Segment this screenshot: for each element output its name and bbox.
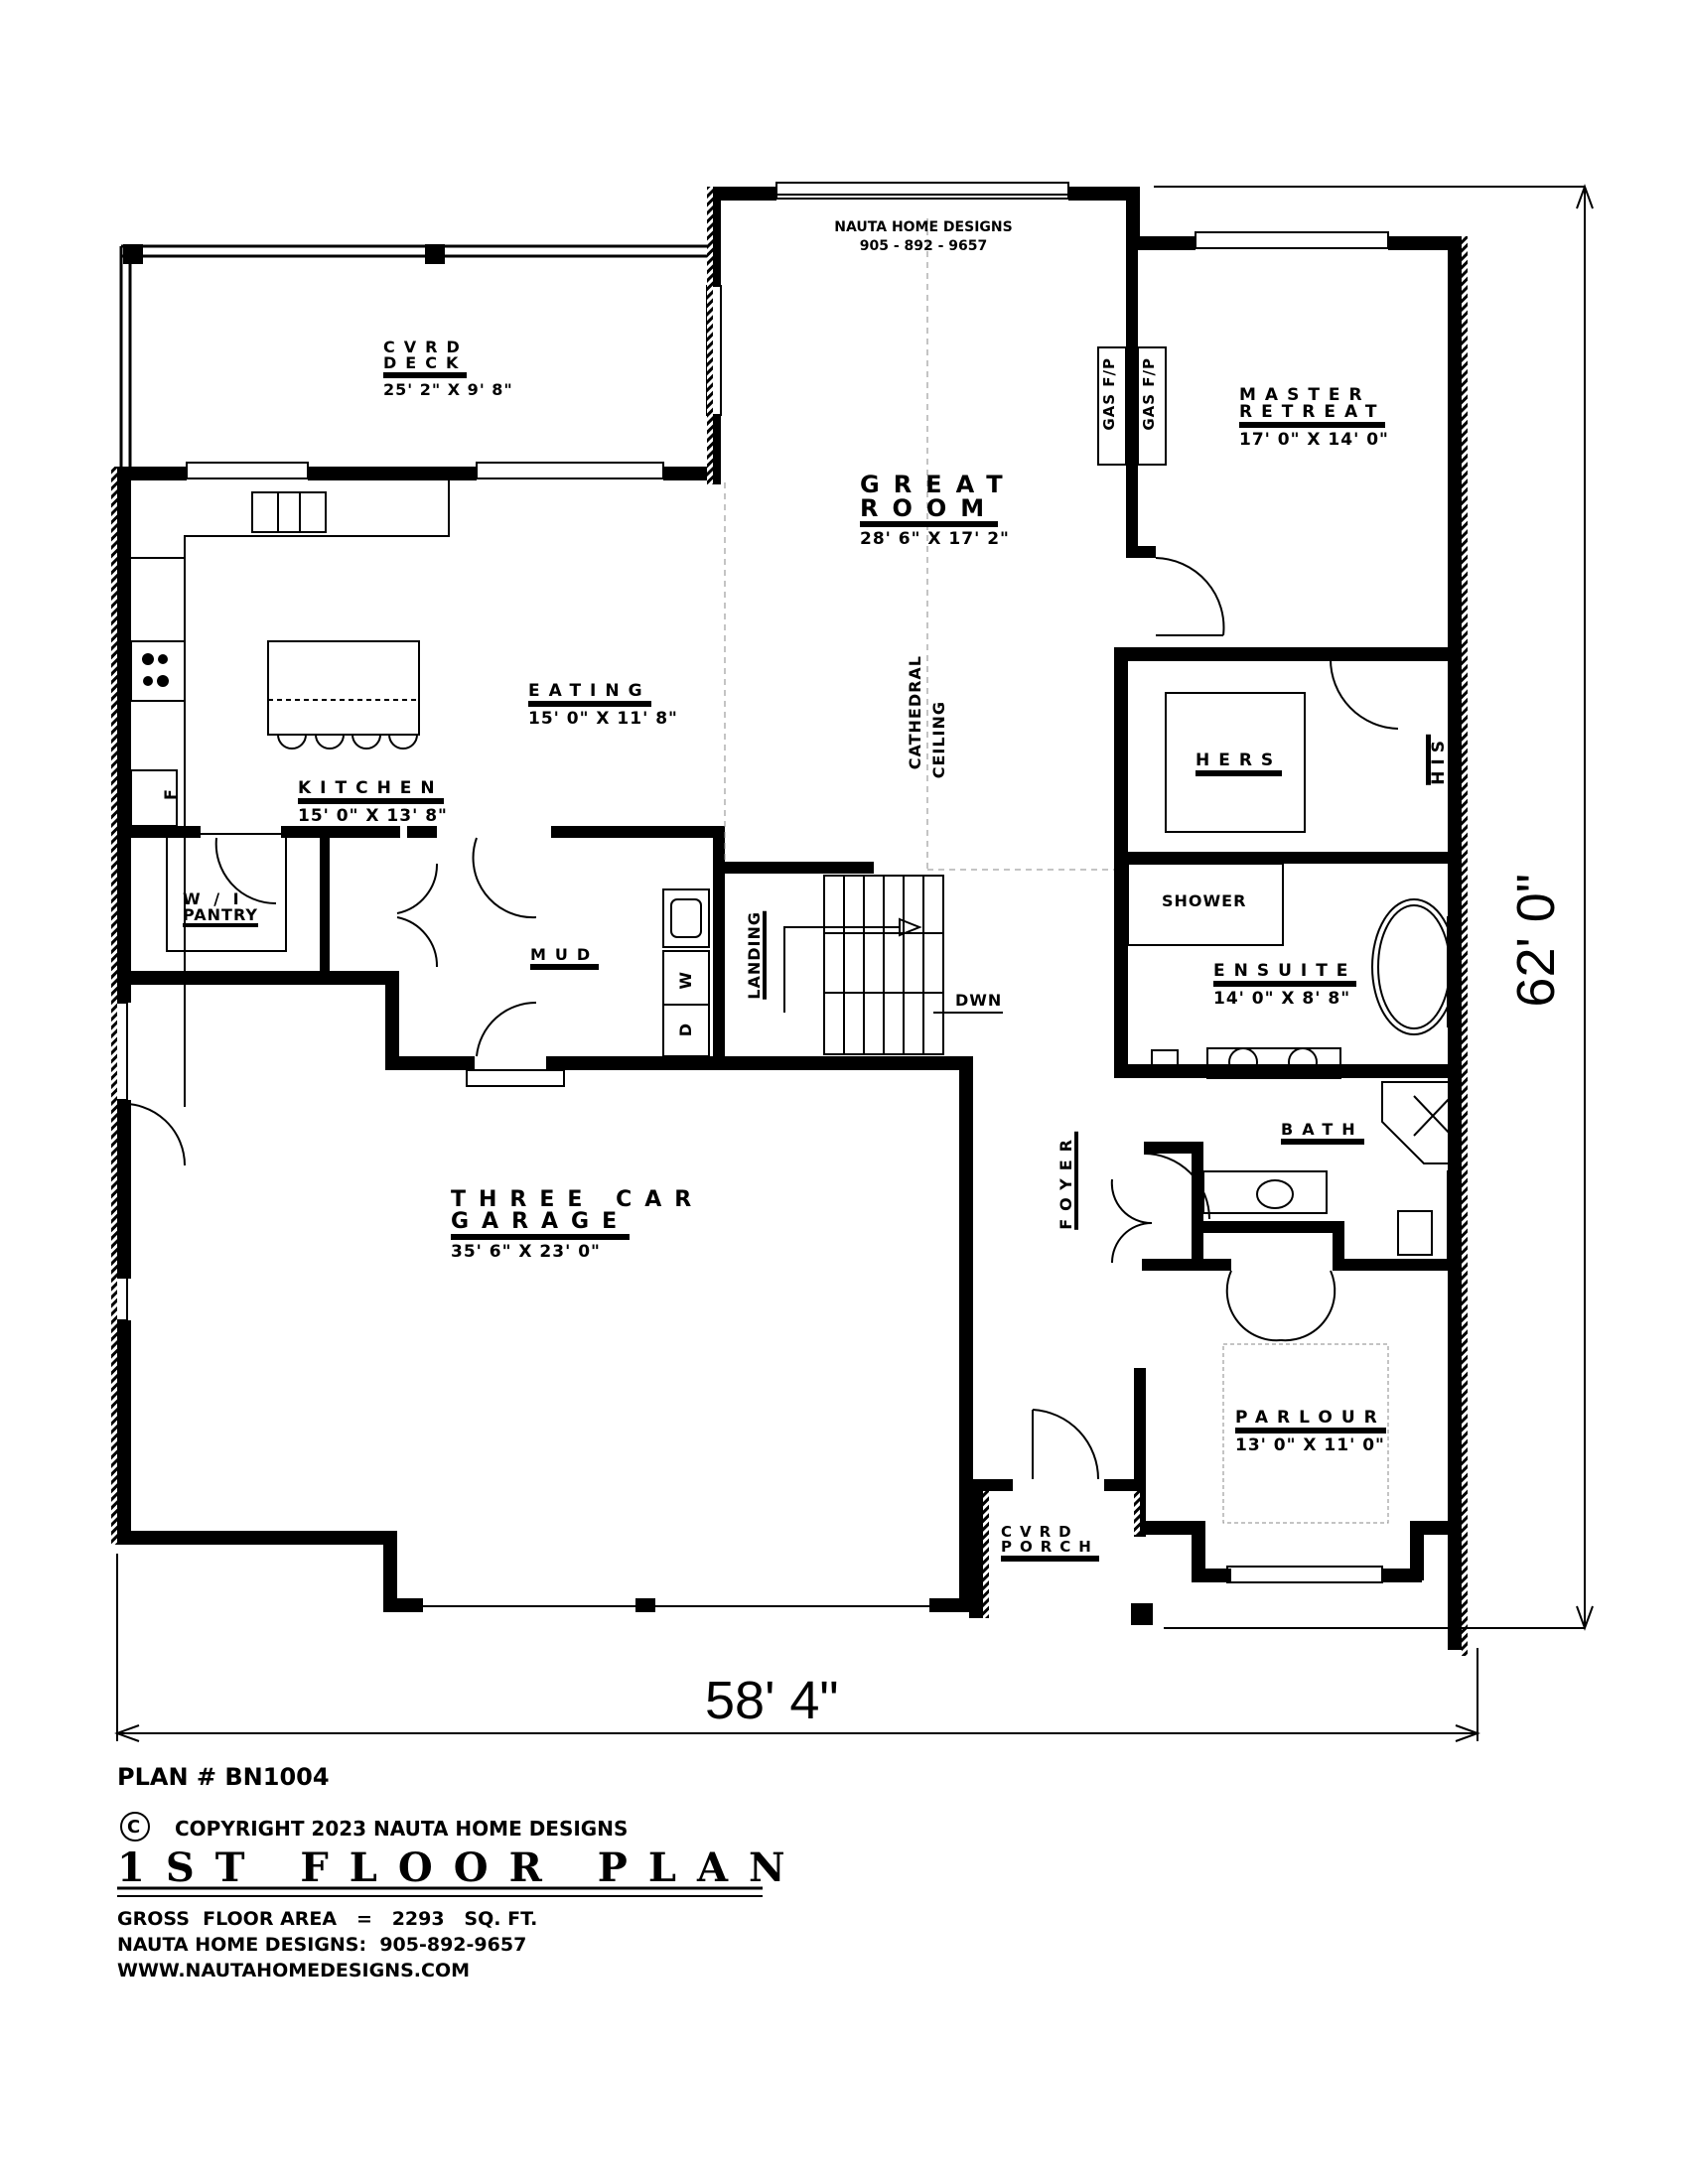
room-dimensions: 28' 6" X 17' 2" [860, 529, 1010, 549]
fridge-label: F [161, 788, 180, 800]
room-label: GARAGE [451, 1211, 631, 1240]
watermark-phone: 905 - 892 - 9657 [859, 238, 988, 254]
room-bath: BATH [1281, 1122, 1364, 1145]
dryer-label: D [676, 1023, 695, 1037]
cathedral-label: CATHEDRAL [906, 655, 924, 770]
room-mud: MUD [530, 947, 600, 970]
room-label: ROOM [860, 496, 999, 527]
room-dimensions: 25' 2" X 9' 8" [383, 380, 513, 399]
room-covered-deck: CVRD DECK 25' 2" X 9' 8" [383, 340, 513, 398]
ceiling-label: CEILING [929, 701, 948, 779]
gross-floor-area: GROSS FLOOR AREA = 2293 SQ. FT. [117, 1908, 538, 1930]
room-great-room: GREAT ROOM 28' 6" X 17' 2" [860, 473, 1017, 548]
deck-post [425, 244, 445, 264]
room-dimensions: 17' 0" X 14' 0" [1239, 430, 1389, 450]
room-dimensions: 15' 0" X 13' 8" [298, 806, 448, 826]
room-covered-porch: CVRD PORCH [1001, 1525, 1099, 1562]
room-foyer: FOYER [1056, 1132, 1078, 1230]
copyright-symbol: C [127, 1817, 141, 1838]
island-stools [277, 734, 418, 750]
room-label: PARLOUR [1235, 1410, 1386, 1433]
kitchen-island [267, 640, 420, 736]
room-his: HIS [1426, 735, 1449, 785]
room-label: EATING [528, 683, 651, 707]
room-garage: THREE CAR GARAGE 35' 6" X 23' 0" [451, 1189, 704, 1261]
room-dimensions: 15' 0" X 11' 8" [528, 709, 678, 729]
room-label: KITCHEN [298, 780, 444, 804]
room-landing: LANDING [745, 911, 767, 1000]
room-label: PANTRY [183, 907, 258, 927]
website: WWW.NAUTAHOMEDESIGNS.COM [117, 1960, 471, 1981]
room-master-retreat: MASTER RETREAT 17' 0" X 14' 0" [1239, 387, 1389, 449]
room-label: RETREAT [1239, 404, 1386, 428]
windows [112, 182, 1463, 1607]
stove-burners [142, 653, 169, 687]
room-kitchen: KITCHEN 15' 0" X 13' 8" [298, 780, 448, 825]
stair-down: DWN [955, 991, 1003, 1010]
room-label: CVRD [383, 338, 469, 356]
room-label: MASTER [1239, 385, 1371, 405]
washer-label: W [676, 971, 695, 990]
deck-post [123, 244, 143, 264]
fixtures [166, 692, 1459, 1625]
room-ensuite: ENSUITE 14' 0" X 8' 8" [1213, 963, 1357, 1009]
room-hers: HERS [1196, 752, 1283, 776]
room-pantry: W / I PANTRY [183, 891, 258, 927]
exterior-hatch [111, 187, 1468, 1656]
room-eating: EATING 15' 0" X 11' 8" [528, 683, 678, 728]
door-swings [118, 557, 1399, 1480]
watermark-company: NAUTA HOME DESIGNS [834, 219, 1013, 235]
gas-fireplace-label-left: GAS F/P [1100, 357, 1118, 431]
gas-fireplace-right [1137, 346, 1167, 466]
copyright-text: COPYRIGHT 2023 NAUTA HOME DESIGNS [175, 1817, 629, 1841]
room-label: PORCH [1001, 1540, 1099, 1562]
gas-fireplace-label-right: GAS F/P [1140, 357, 1158, 431]
overall-width: 58' 4" [705, 1671, 839, 1730]
room-dimensions: 14' 0" X 8' 8" [1213, 989, 1351, 1009]
contact-phone: NAUTA HOME DESIGNS: 905-892-9657 [117, 1934, 527, 1956]
deck-outline [119, 244, 715, 467]
room-dimensions: 13' 0" X 11' 0" [1235, 1435, 1385, 1455]
staircase [783, 875, 1003, 1055]
room-label: THREE CAR [451, 1187, 705, 1212]
overall-depth: 62' 0" [1506, 874, 1566, 1008]
room-parlour: PARLOUR 13' 0" X 11' 0" [1235, 1410, 1386, 1454]
copyright-circle [120, 1812, 150, 1842]
gas-fireplace-left [1097, 346, 1127, 466]
bathtub [1371, 898, 1457, 1035]
room-label: GREAT [860, 471, 1017, 498]
plan-number: PLAN # BN1004 [117, 1763, 330, 1791]
room-label: ENSUITE [1213, 963, 1357, 987]
room-dimensions: 35' 6" X 23' 0" [451, 1242, 601, 1262]
room-shower: SHOWER [1162, 891, 1247, 910]
room-label: CVRD [1001, 1523, 1079, 1541]
drawing-title: 1ST FLOOR PLAN [117, 1844, 806, 1891]
ceiling-lines [724, 218, 1114, 871]
room-label: W / I [183, 889, 243, 908]
room-label: DECK [383, 355, 468, 378]
dimension-lines [114, 184, 1594, 1742]
